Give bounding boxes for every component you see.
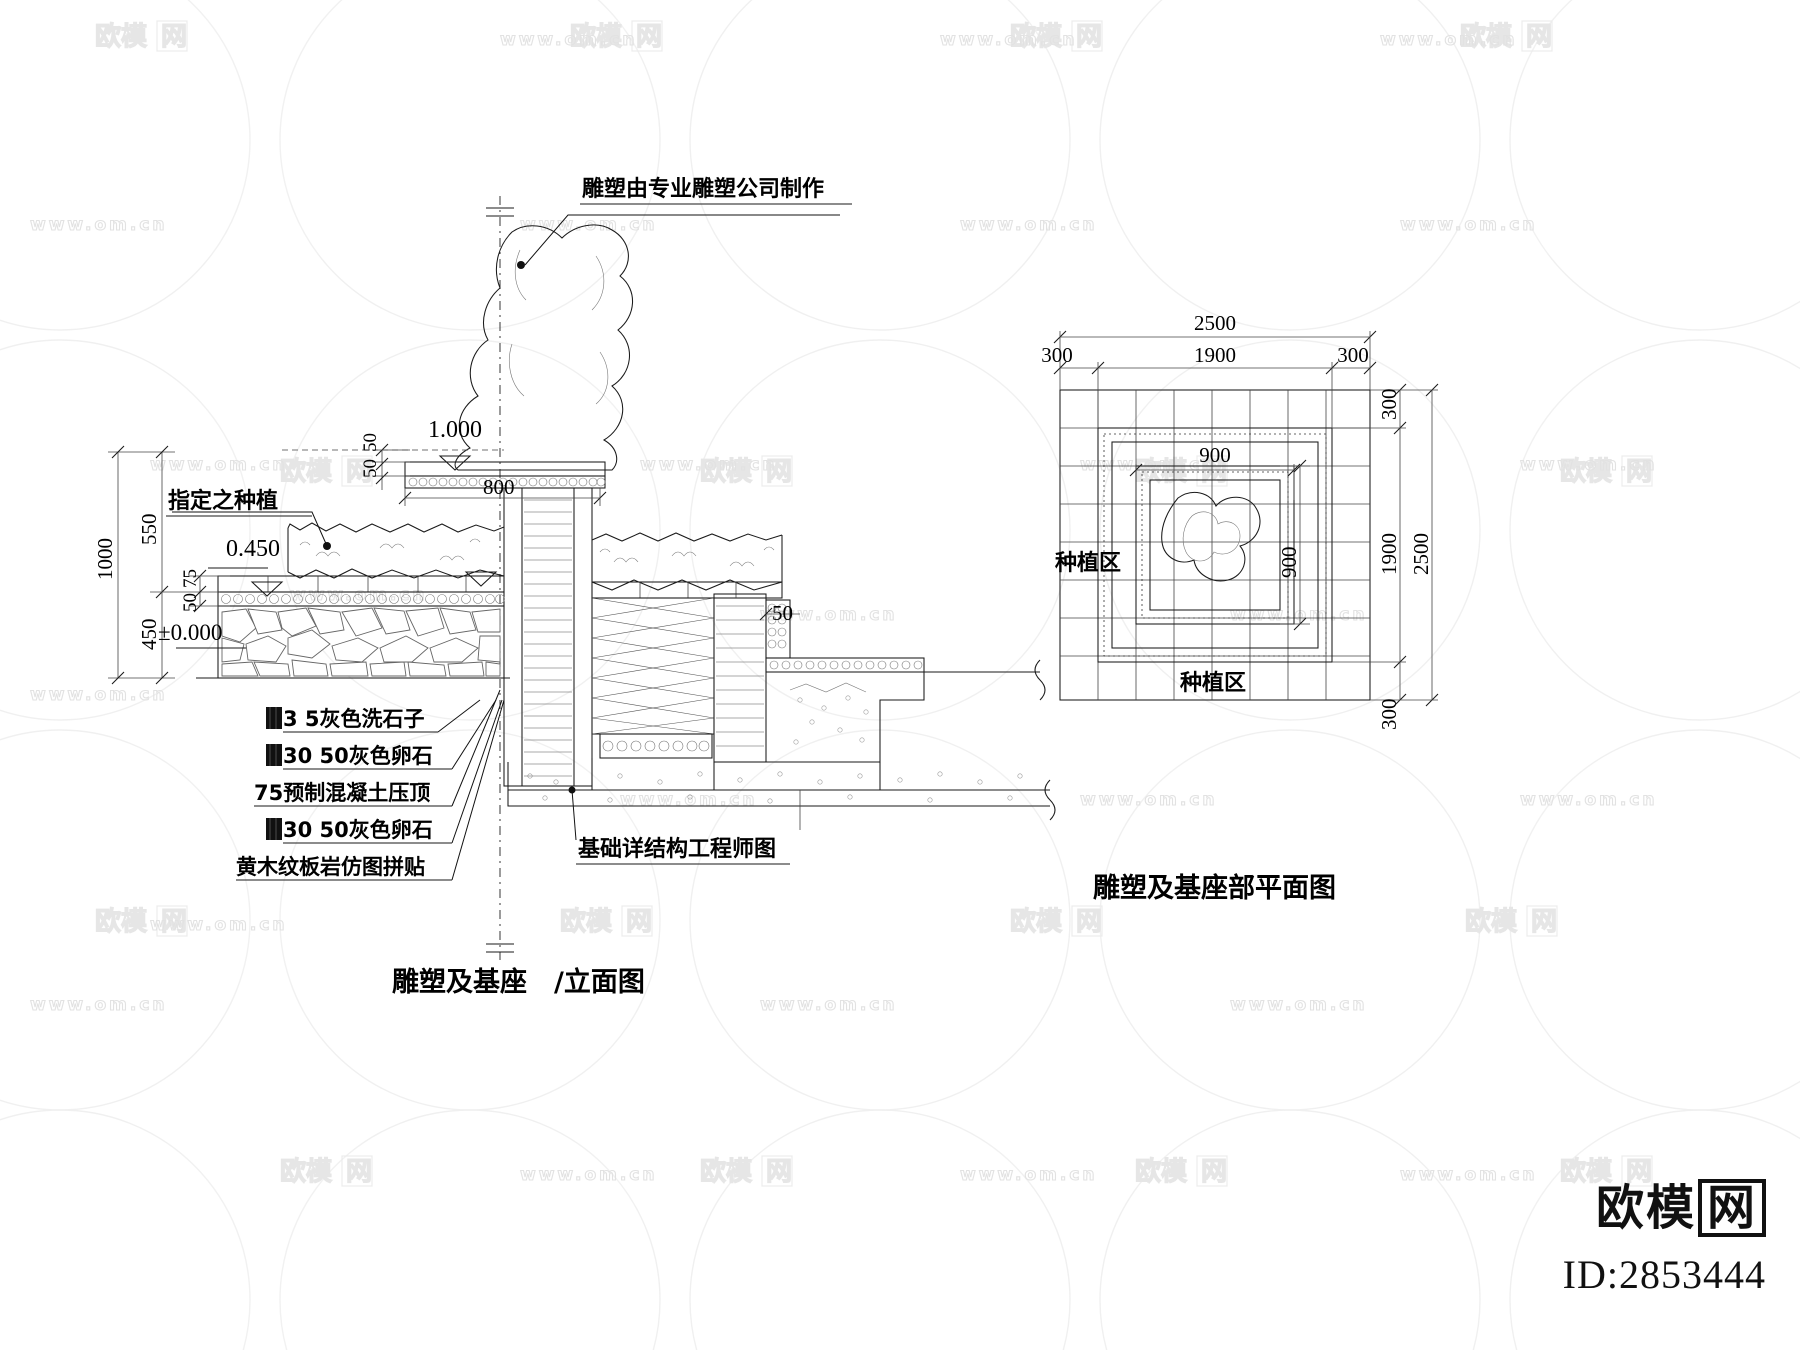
plinth-cap (404, 461, 606, 489)
plan-dim-right-2: 1900 (1377, 533, 1401, 575)
brand-id-label: ID:2853444 (1562, 1252, 1766, 1297)
legend-text-5: 黄木纹板岩仿图拼贴 (236, 855, 425, 879)
brand-logo: 欧模网 (1563, 1178, 1766, 1237)
plan-dim-top-2: 1900 (1194, 343, 1236, 367)
brand-logo-boxed: 网 (1697, 1178, 1766, 1237)
sculpture-leader-dot (517, 261, 525, 269)
plan-pedestal (1135, 465, 1295, 625)
dim-cap-a-text: 50 (360, 459, 381, 478)
legend-text-4: 30 50灰色卵石 (283, 818, 433, 842)
level-1000-text: 1.000 (428, 417, 482, 443)
dim-800-text: 800 (483, 475, 515, 499)
dim-step-b-text: 75 (180, 569, 201, 588)
plan-dim-overall-right: 2500 (1409, 533, 1433, 575)
brand-block: 欧模网 ID:2853444 (1562, 1178, 1766, 1298)
left-planter (172, 511, 505, 579)
plan-title: 雕塑及基座部平面图 (1093, 872, 1336, 904)
plan-inner-dim-v: 900 (1277, 547, 1301, 579)
plan-inner-dim-h: 900 (1199, 443, 1231, 467)
right-ground-paving (765, 657, 925, 763)
elevation-title: 雕塑及基座 /立面图 (392, 966, 645, 998)
plan-outer-paving (1059, 389, 1371, 701)
sculpture-leader-line (524, 214, 840, 266)
level-triangle-0450 (250, 581, 284, 597)
foundation-slab (507, 659, 1056, 821)
legend-text-1: 3 5灰色洗石子 (283, 707, 425, 731)
legend-text-3: 75预制混凝土压顶 (254, 781, 430, 805)
brand-logo-main: 欧模 (1595, 1179, 1696, 1236)
sculpture-outline (454, 224, 634, 471)
legend-text-2: 30 50灰色卵石 (283, 744, 433, 768)
level-triangle-1000 (438, 455, 472, 471)
sculpture-note-text: 雕塑由专业雕塑公司制作 (582, 176, 824, 202)
plan-dim-right-1: 300 (1377, 389, 1401, 421)
plan-dim-top-1: 300 (1041, 343, 1073, 367)
level-triangle-0450b (464, 571, 498, 587)
foundation-leader-dot (568, 786, 576, 794)
dim-1000-text: 1000 (93, 538, 117, 580)
plan-label-planting-bottom: 种植区 (1180, 670, 1246, 696)
dim-right-edge-text: 50 (772, 601, 793, 625)
rubble-stone-wall (196, 605, 510, 679)
foundation-note-text: 基础详结构工程师图 (578, 836, 776, 862)
elevation-dimension-lines (108, 443, 800, 685)
plan-right-dimensions: 300 1900 300 2500 (1332, 383, 1439, 731)
dim-550-text: 550 (137, 514, 161, 546)
dim-cap-b-text: 50 (360, 433, 381, 452)
plan-dim-right-3: 300 (1377, 699, 1401, 731)
plan-top-dimensions: 2500 300 1900 300 (1041, 311, 1377, 428)
dim-450-text: 450 (137, 619, 161, 651)
plan-inner-dimensions: 900 900 (1129, 443, 1310, 631)
plan-planting-ring (1097, 427, 1333, 663)
planting-leader-line (172, 511, 328, 547)
foundation-leader-line (571, 789, 577, 841)
legend-block: 3 5灰色洗石子 30 50灰色卵石 75预制混凝土压顶 30 50灰色卵石 黄… (236, 689, 505, 881)
plan-dim-top-3: 300 (1337, 343, 1369, 367)
plan-dim-overall-top: 2500 (1194, 311, 1236, 335)
level-datum-text: ±0.000 (158, 620, 222, 645)
plan-label-planting-left: 种植区 (1055, 550, 1121, 576)
planting-note-text: 指定之种植 (168, 488, 278, 514)
plan-sculpture-blob (1161, 491, 1261, 582)
dim-step-a-text: 50 (180, 593, 201, 612)
level-0450-text: 0.450 (226, 536, 280, 562)
